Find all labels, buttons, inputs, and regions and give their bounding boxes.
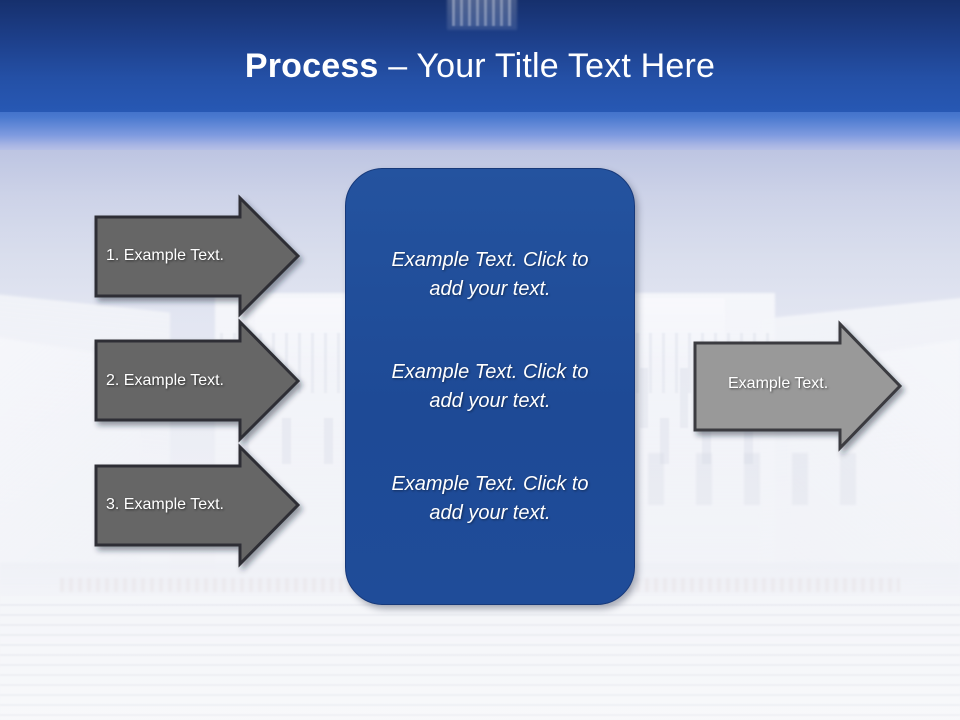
center-paragraph-2: Example Text. Click to add your text.	[391, 360, 589, 412]
page-title-rest: – Your Title Text Here	[378, 47, 716, 85]
title-band-solid	[0, 0, 960, 112]
capitol-dome-columns	[452, 0, 512, 26]
title-band: Process – Your Title Text Here	[0, 0, 960, 150]
center-process-box-content: Example Text. Click to add your text. Ex…	[346, 169, 634, 604]
output-arrow[interactable]	[693, 320, 903, 452]
center-paragraph-1: Example Text. Click to add your text.	[391, 248, 589, 300]
input-arrow-3[interactable]	[94, 443, 301, 568]
input-arrow-1[interactable]	[94, 194, 301, 318]
capitol-dome-silhouette	[447, 0, 517, 30]
center-paragraph-3: Example Text. Click to add your text.	[391, 472, 589, 524]
center-process-box[interactable]: Example Text. Click to add your text. Ex…	[345, 168, 635, 605]
page-title-bold: Process	[244, 47, 379, 85]
page-title: Process – Your Title Text Here	[0, 46, 960, 86]
input-arrow-2[interactable]	[94, 318, 301, 443]
